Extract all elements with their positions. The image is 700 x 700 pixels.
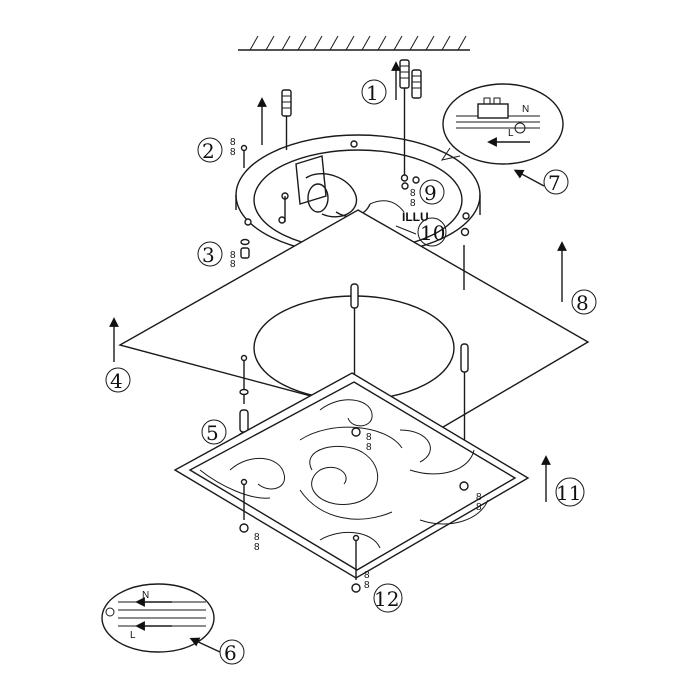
svg-text:8: 8 (476, 492, 482, 503)
screw-item-9: 8 8 (410, 176, 420, 209)
lamp-tag: ILLU (402, 210, 429, 224)
callout-12: 12 (374, 587, 399, 611)
svg-text:8: 8 (254, 532, 260, 543)
wiring-detail-top: N L (440, 83, 564, 165)
wiring-detail-bottom: N L (101, 583, 215, 653)
ceiling-hatch (238, 35, 470, 51)
svg-text:8: 8 (364, 570, 370, 581)
svg-text:8: 8 (410, 198, 416, 209)
svg-text:8: 8 (366, 442, 372, 453)
wire-label-l-top: L (508, 128, 514, 139)
wire-label-l-bottom: L (130, 630, 136, 641)
callout-5: 5 (206, 421, 219, 445)
wall-plug-2 (411, 69, 422, 99)
callout-4: 4 (110, 369, 123, 393)
callout-circles (105, 79, 597, 665)
callout-3: 3 (202, 243, 215, 267)
callout-2: 2 (202, 139, 215, 163)
svg-text:8: 8 (366, 432, 372, 443)
wall-plug-1 (399, 59, 410, 182)
screw-item-3: 8 8 (230, 238, 250, 270)
callout-1: 1 (366, 81, 379, 105)
leader-10 (395, 225, 417, 235)
screw-item-2: 8 8 (230, 137, 248, 168)
svg-text:8: 8 (364, 580, 370, 591)
callout-10: 10 (420, 221, 445, 245)
svg-text:8: 8 (230, 147, 236, 158)
wire-label-n-bottom: N (142, 590, 149, 601)
callout-8: 8 (576, 291, 589, 315)
lamp-holder (281, 155, 405, 222)
leader-6 (189, 637, 221, 653)
svg-text:8: 8 (476, 502, 482, 513)
svg-text:8: 8 (230, 259, 236, 270)
callout-6: 6 (224, 641, 237, 665)
right-plate-rod (460, 227, 470, 290)
svg-text:8: 8 (230, 250, 236, 261)
svg-text:8: 8 (410, 188, 416, 199)
callout-7: 7 (548, 171, 561, 195)
wire-label-n-top: N (522, 104, 529, 115)
base-ring (235, 134, 481, 256)
svg-text:8: 8 (230, 137, 236, 148)
wall-plug-3 (281, 89, 292, 150)
leader-7 (513, 169, 545, 187)
callout-9: 9 (424, 181, 437, 205)
callout-11: 11 (556, 481, 581, 505)
svg-text:8: 8 (254, 542, 260, 553)
panel-screws: 8 8 8 8 8 8 8 8 (240, 432, 482, 591)
